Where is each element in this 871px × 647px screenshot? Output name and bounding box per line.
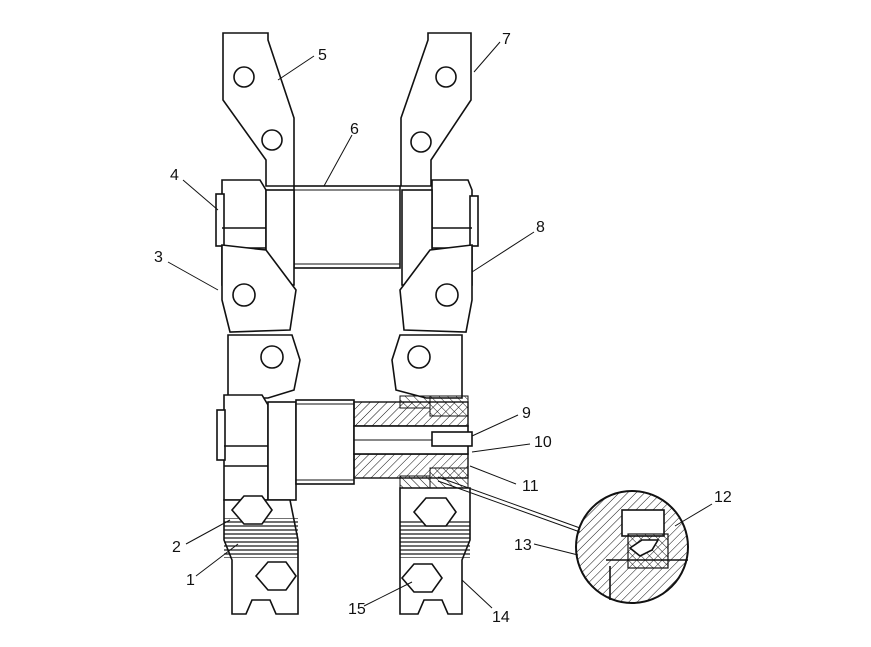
lower-left-link-plate bbox=[223, 495, 299, 615]
upper-right-link-plate bbox=[400, 32, 472, 187]
callout-13: 13 bbox=[514, 537, 532, 554]
leader-lines bbox=[167, 41, 713, 609]
callout-9: 9 bbox=[522, 405, 531, 422]
callout-7: 7 bbox=[502, 31, 511, 48]
lower-pin-section bbox=[295, 395, 473, 489]
callout-4: 4 bbox=[170, 167, 179, 184]
upper-left-swing-link bbox=[221, 244, 297, 333]
callout-12: 12 bbox=[714, 489, 732, 506]
callout-15: 15 bbox=[348, 601, 366, 618]
middle-left-link bbox=[227, 334, 301, 399]
callout-14: 14 bbox=[492, 609, 510, 626]
callout-6: 6 bbox=[350, 121, 359, 138]
callout-1: 1 bbox=[186, 572, 195, 589]
seal-detail-view bbox=[437, 476, 689, 604]
callout-8: 8 bbox=[536, 219, 545, 236]
upper-right-swing-link bbox=[399, 244, 473, 333]
upper-left-link-plate bbox=[222, 32, 295, 187]
callout-10: 10 bbox=[534, 434, 552, 451]
callout-5: 5 bbox=[318, 47, 327, 64]
middle-right-link bbox=[391, 334, 463, 399]
callout-2: 2 bbox=[172, 539, 181, 556]
lower-right-link-plate bbox=[399, 487, 471, 615]
callout-3: 3 bbox=[154, 249, 163, 266]
upper-pin bbox=[293, 185, 401, 269]
callout-11: 11 bbox=[522, 478, 539, 495]
lower-left-hex-block bbox=[216, 394, 297, 501]
